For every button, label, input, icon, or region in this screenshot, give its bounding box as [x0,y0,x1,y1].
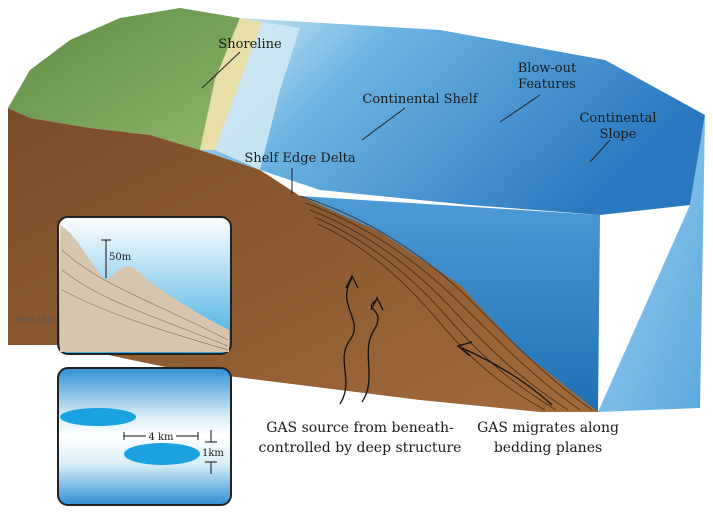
land-hills [8,8,240,150]
continental-shelf-label: Continental Shelf [362,92,478,107]
gas-pocket-1 [60,408,136,426]
beach-strip [200,18,262,150]
profile-scale-label: 50m [109,252,132,263]
gas-migrates-label-2: bedding planes [494,440,602,456]
slope-label-1: Continental [579,111,656,126]
shallow-water [215,22,300,170]
plan-inset: 4 km 1km [57,367,232,506]
blowout-label-2: Features [518,77,576,92]
leader-lines [201,51,611,194]
slope-label-2: Slope [600,127,637,142]
plan-depth-label: 1km [202,448,224,459]
block-side-water [598,115,705,412]
shoreline-label: Shoreline [218,37,282,52]
sea-surface [200,18,705,215]
gas-source-label-2: controlled by deep structure [259,440,462,456]
artist-signature: OBERLANDER [12,317,63,324]
blowout-label-1: Blow-out [518,61,577,76]
plan-width-label: 4 km [148,432,174,443]
gas-arrows [339,274,553,406]
gas-migrates-label-1: GAS migrates along [477,420,619,436]
bedding-planes [299,195,593,411]
gas-source-label-1: GAS source from beneath- [266,420,454,436]
profile-inset: 50m [57,216,232,355]
gas-pocket-2 [124,443,200,465]
shelf-edge-delta-label: Shelf Edge Delta [244,151,356,166]
